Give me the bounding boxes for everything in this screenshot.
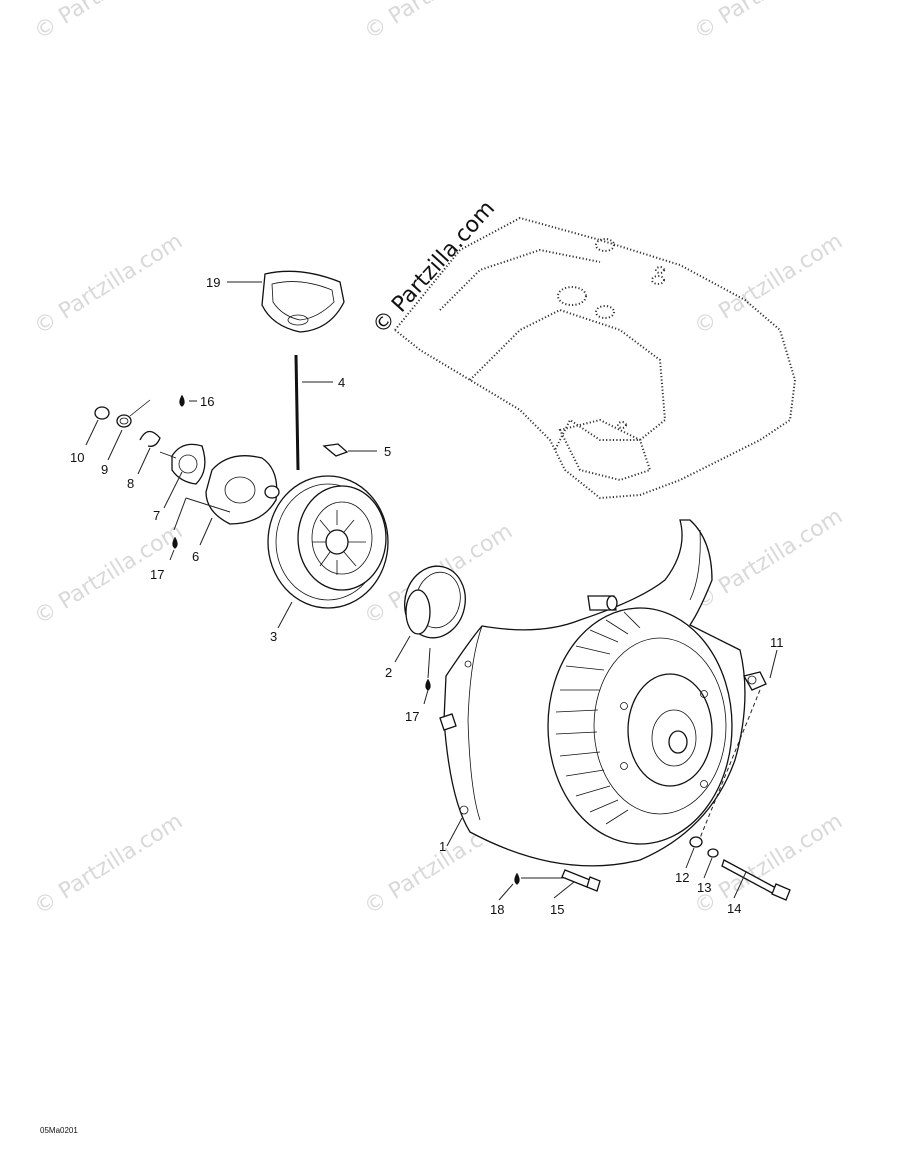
callout-16: 16	[200, 394, 214, 409]
lubricant-drop-icon	[179, 394, 185, 407]
callout-1: 1	[439, 839, 446, 854]
watermark: © Partzilla.com	[30, 0, 187, 45]
callout-8: 8	[127, 476, 134, 491]
recoil-spring	[404, 565, 466, 639]
watermark: © Partzilla.com	[690, 229, 847, 340]
long-bolt	[721, 859, 791, 901]
small-spring	[116, 399, 151, 428]
callout-5: 5	[384, 444, 391, 459]
watermark-main: © Partzilla.com	[368, 196, 500, 339]
callout-17b: 17	[405, 709, 419, 724]
retainer-clip	[139, 430, 161, 447]
watermark: © Partzilla.com	[690, 504, 847, 615]
rope-clip	[322, 443, 349, 457]
watermark: © Partzilla.com	[690, 0, 847, 45]
callout-18: 18	[490, 902, 504, 917]
diagram-code: 05Ma0201	[40, 1126, 78, 1135]
callout-14: 14	[727, 901, 741, 916]
callout-15: 15	[550, 902, 564, 917]
callout-12: 12	[675, 870, 689, 885]
rope-handle	[261, 270, 345, 333]
callout-11: 11	[770, 635, 784, 650]
watermark: © Partzilla.com	[690, 809, 847, 920]
lubricant-drop-icon	[172, 536, 178, 549]
callout-7: 7	[153, 508, 160, 523]
callout-19: 19	[206, 275, 220, 290]
callout-4: 4	[338, 375, 345, 390]
rope-pulley	[267, 475, 389, 609]
fitting	[743, 671, 767, 691]
washer	[689, 836, 703, 848]
callout-10: 10	[70, 450, 84, 465]
lock-washer	[707, 848, 719, 858]
lubricant-drop-icon	[514, 872, 520, 885]
engine-housing-outline	[393, 216, 797, 500]
callout-3: 3	[270, 629, 277, 644]
watermark: © Partzilla.com	[30, 809, 187, 920]
callout-2: 2	[385, 665, 392, 680]
lubricant-drop-icon	[425, 678, 431, 691]
callout-9: 9	[101, 462, 108, 477]
watermark: © Partzilla.com	[30, 229, 187, 340]
callout-6: 6	[192, 549, 199, 564]
bolt	[561, 869, 601, 892]
callout-17a: 17	[150, 567, 164, 582]
callout-13: 13	[697, 880, 711, 895]
callout-labels: 19 4 5 16 10 9 8 7 17 6 3 2 17 1 11 12 1…	[70, 275, 784, 917]
circlip	[94, 406, 110, 420]
starter-housing	[439, 519, 746, 867]
pawl-cover-plate	[205, 455, 280, 525]
starter-rope	[294, 354, 300, 471]
leader-lines	[85, 281, 778, 901]
pawl	[159, 443, 206, 485]
watermark: © Partzilla.com	[360, 0, 517, 45]
